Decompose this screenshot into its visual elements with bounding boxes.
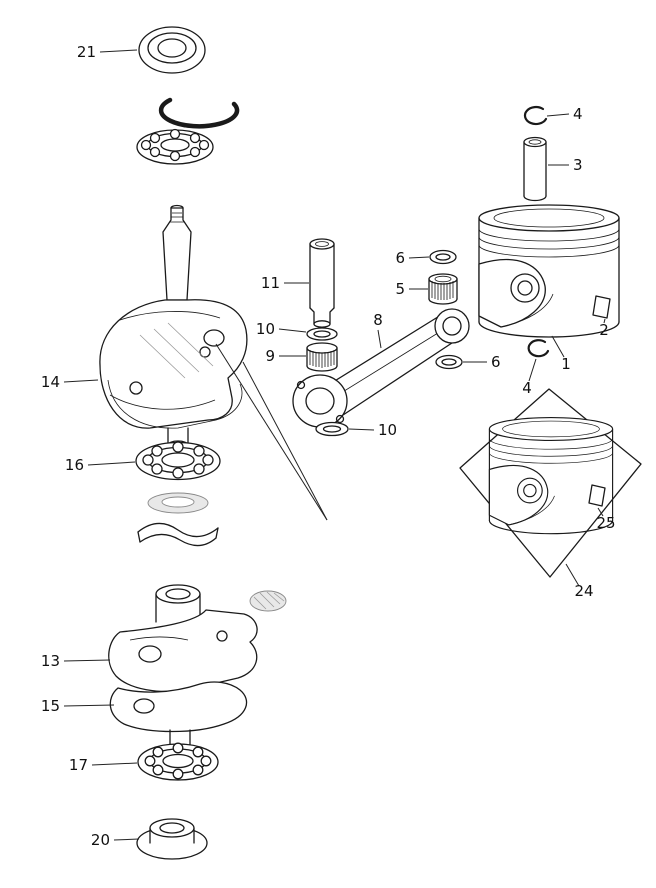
- part-label-1: 1: [561, 355, 571, 373]
- part-label-21: 21: [77, 43, 96, 61]
- piston-ring-piece-2-drawing: [588, 484, 606, 507]
- part-label-2: 2: [599, 321, 609, 339]
- part-label-8: 8: [373, 311, 383, 329]
- circlip-lower-drawing: [527, 339, 550, 358]
- wrist-pin-drawing: [523, 136, 547, 202]
- part-label-4-lower: 4: [522, 379, 532, 397]
- part-label-20: 20: [91, 831, 110, 849]
- part-label-13: 13: [41, 652, 60, 670]
- part-label-9: 9: [265, 347, 275, 365]
- part-label-17: 17: [69, 756, 88, 774]
- snap-ring-drawing: [158, 97, 240, 129]
- needle-bearing-drawing: [428, 273, 458, 305]
- upper-ball-bearing-drawing: [136, 128, 214, 165]
- part-label-11: 11: [261, 274, 280, 292]
- lower-ball-bearing-drawing: [137, 742, 219, 781]
- part-label-5: 5: [395, 280, 405, 298]
- crankshaft-upper-drawing: [99, 204, 248, 450]
- main-bearing-drawing: [135, 441, 221, 514]
- part-label-10-upper: 10: [256, 320, 275, 338]
- circlip-top-drawing: [523, 105, 548, 126]
- leader-lines: [63, 49, 606, 841]
- part-label-4-top: 4: [573, 105, 583, 123]
- big-end-washer-drawing: [315, 421, 349, 437]
- thrust-washer-upper-drawing: [306, 327, 338, 341]
- crank-web-drawing: [109, 681, 248, 753]
- splined-bearing-drawing: [306, 342, 338, 372]
- lower-oil-seal-drawing: [136, 818, 208, 860]
- part-label-10-lower: 10: [378, 421, 397, 439]
- part-label-3: 3: [573, 156, 583, 174]
- part-label-24: 24: [574, 582, 593, 600]
- small-end-ring-upper-drawing: [429, 249, 457, 265]
- part-label-14: 14: [41, 373, 60, 391]
- part-label-15: 15: [41, 697, 60, 715]
- piston-drawing: [478, 204, 620, 338]
- piston-pin-drawing: [309, 238, 335, 328]
- part-label-6-upper: 6: [395, 249, 405, 267]
- crankpin-reference-lines: [215, 343, 328, 521]
- connecting-rod-drawing: [292, 308, 470, 428]
- callout-labels: 21 4 3 6 5 11 10 9 8 6 1 2 4 14 16 10 25…: [41, 43, 616, 849]
- piston-assembly-box-drawing: [459, 388, 642, 578]
- small-end-ring-lower-drawing: [435, 354, 463, 370]
- crankshaft-lower-drawing: [108, 584, 287, 693]
- part-label-25: 25: [596, 514, 615, 532]
- oil-seal-drawing: [138, 26, 206, 74]
- piston-ring-piece-drawing: [592, 295, 611, 319]
- part-label-16: 16: [65, 456, 84, 474]
- wave-washer-drawing: [137, 522, 219, 547]
- part-label-6-lower: 6: [491, 353, 501, 371]
